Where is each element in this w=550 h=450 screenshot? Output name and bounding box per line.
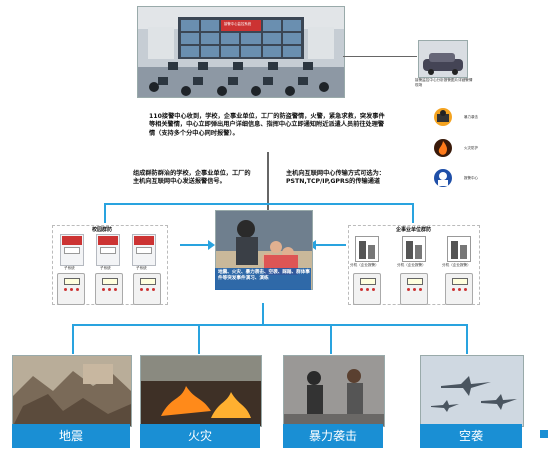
- control-room-photo: 接警中心监控系统: [137, 6, 345, 98]
- connector-right-horizontal: [269, 203, 414, 205]
- school-panel-label-2: 子系统: [100, 266, 111, 270]
- building-label-1: 分机（企业报警）: [350, 263, 379, 267]
- evidence-photo: [418, 40, 468, 78]
- decorative-corner: [540, 430, 548, 438]
- arrow-right-in: [316, 244, 346, 246]
- building-icon-3: [447, 236, 471, 262]
- control-room-illustration: [138, 7, 344, 97]
- violent-attack-icon: [434, 108, 452, 126]
- connector-center-vertical: [267, 152, 269, 210]
- dispatch-description: 110接警中心收到，学校，企事业单位，工厂的防盗警情，火警，紧急求救，突发事件等…: [149, 113, 385, 137]
- side-icon-label-2: 火灾防护: [464, 146, 478, 150]
- disaster-label-fire: 火灾: [140, 424, 260, 448]
- school-alarm-host-3: [133, 273, 161, 305]
- police-icon: [434, 169, 452, 187]
- right-flow-description: 主机向互联网中心传输方式可选为：PSTN,TCP/IP,GPRS的传输通道: [286, 170, 385, 186]
- fire-photo: [140, 355, 262, 427]
- arrow-left-in: [180, 244, 210, 246]
- disaster-label-earthquake: 地震: [12, 424, 130, 448]
- enterprise-alarm-host-1: [353, 273, 381, 305]
- connector-right-drop: [412, 203, 414, 223]
- enterprise-alarm-host-2: [400, 273, 428, 305]
- school-alarm-host-2: [95, 273, 123, 305]
- connector-drop-1: [72, 324, 74, 354]
- earthquake-photo: [12, 355, 132, 427]
- school-panel-label-1: 子系统: [64, 266, 75, 270]
- drill-caption: 地震、火灾、暴力袭击、空袭、踩踏、群体事件等突发事件演习、演练: [218, 270, 310, 281]
- school-panel-3: [132, 234, 156, 266]
- connector-drop-3: [330, 324, 332, 354]
- drill-caption-box: [215, 268, 311, 290]
- building-icon-1: [355, 236, 379, 262]
- school-group-title: 校园群防: [92, 227, 113, 233]
- school-panel-label-3: 子系统: [136, 266, 147, 270]
- air-raid-photo: [420, 355, 524, 427]
- school-panel-1: [60, 234, 84, 266]
- connector-drop-2: [198, 324, 200, 354]
- arrow-left-head: [208, 240, 215, 250]
- building-label-3: 分机（企业报警）: [442, 263, 471, 267]
- left-flow-description: 组成群防群治的学校，企事业单位，工厂的主机向互联网中心发送报警信号。: [133, 170, 251, 186]
- fire-icon: [434, 139, 452, 157]
- disaster-label-violent-attack: 暴力袭击: [283, 424, 383, 448]
- connector-bottom-horizontal: [72, 324, 467, 326]
- connector-left-horizontal: [104, 203, 269, 205]
- violent-attack-photo: [283, 355, 385, 427]
- enterprise-alarm-host-3: [445, 273, 473, 305]
- connector-left-drop: [104, 203, 106, 223]
- disaster-label-air-raid: 空袭: [420, 424, 522, 448]
- side-icon-label-3: 报警中心: [464, 176, 478, 180]
- connector-bottom-vertical: [262, 303, 264, 325]
- school-alarm-host-1: [57, 273, 85, 305]
- enterprise-group-title: 企事业单位群防: [396, 227, 432, 233]
- connector-top-right: [343, 56, 417, 57]
- screen-banner: 接警中心监控系统: [224, 22, 252, 26]
- building-icon-2: [402, 236, 426, 262]
- photo-caption: 接警监控中心分析报警图片详细警情现场: [415, 78, 473, 87]
- school-panel-2: [96, 234, 120, 266]
- side-icon-label-1: 暴力袭击: [464, 115, 478, 119]
- connector-drop-4: [466, 324, 468, 354]
- building-label-2: 分机（企业报警）: [397, 263, 426, 267]
